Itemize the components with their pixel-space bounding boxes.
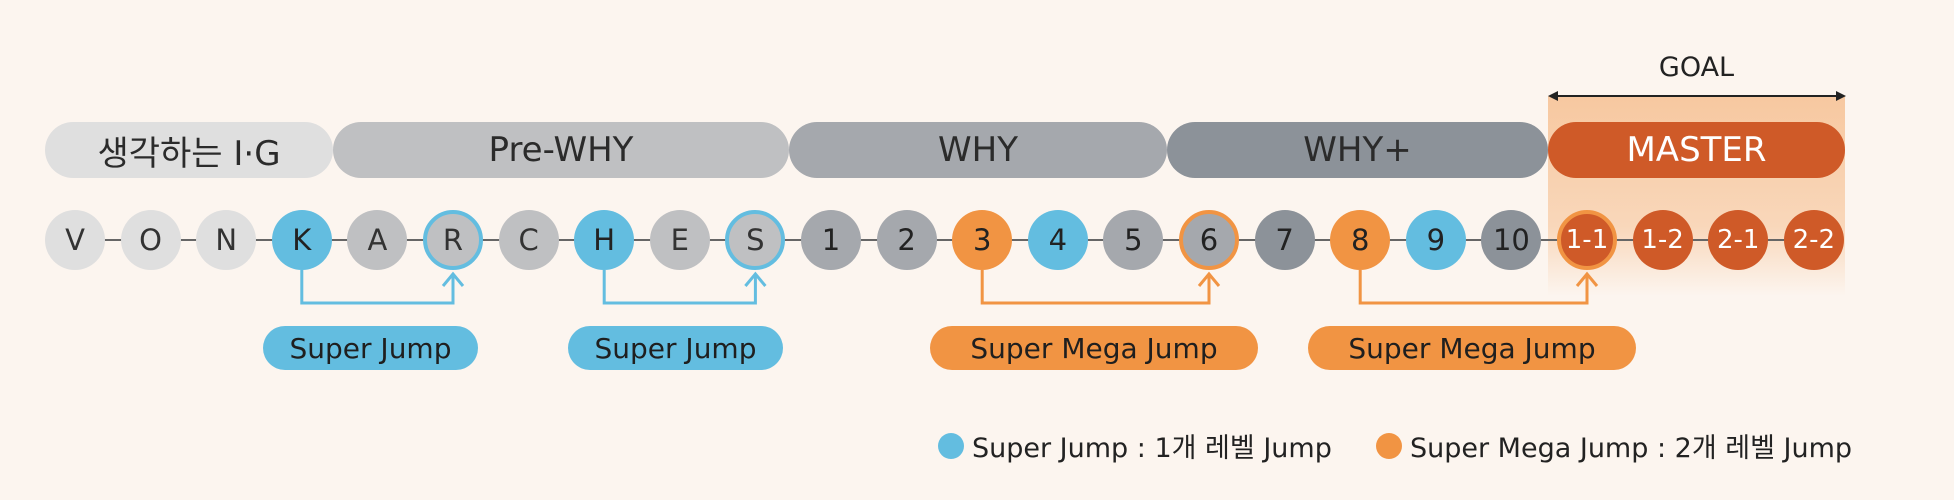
- level-node-10: 10: [1481, 210, 1542, 270]
- level-node-o: O: [120, 210, 181, 270]
- level-node-h: H: [574, 210, 635, 270]
- level-node-1-1: 1-1: [1557, 210, 1617, 270]
- super-mega-jump-label: Super Mega Jump: [930, 326, 1258, 370]
- level-node-1: 1: [801, 210, 861, 270]
- level-node-9: 9: [1405, 210, 1466, 270]
- goal-label: GOAL: [1658, 52, 1735, 83]
- super-mega-jump-legend-text: Super Mega Jump : 2개 레벨 Jump: [1410, 433, 1853, 464]
- level-node-e: E: [649, 210, 710, 270]
- level-node-6: 6: [1179, 210, 1239, 270]
- super-mega-jump-legend-dot: [1376, 433, 1402, 459]
- jump-arrow: [300, 270, 455, 305]
- stage-why-plus: WHY+: [1167, 122, 1548, 178]
- level-node-2-2: 2-2: [1783, 210, 1844, 270]
- stage-master: MASTER: [1548, 122, 1845, 178]
- level-node-7: 7: [1254, 210, 1315, 270]
- super-mega-jump-label: Super Mega Jump: [1308, 326, 1636, 370]
- stage-thinking-ig: 생각하는 I·G: [45, 122, 333, 178]
- level-node-n: N: [196, 210, 257, 270]
- level-node-v: V: [45, 210, 105, 270]
- super-jump-legend-dot: [938, 433, 964, 459]
- jump-arrowhead: [1197, 271, 1221, 287]
- level-node-8: 8: [1330, 210, 1391, 270]
- jump-arrowhead: [441, 271, 465, 287]
- level-node-4: 4: [1027, 210, 1088, 270]
- level-node-r: R: [423, 210, 483, 270]
- level-node-5: 5: [1103, 210, 1164, 270]
- super-jump-label: Super Jump: [568, 326, 783, 370]
- super-jump-legend-text: Super Jump : 1개 레벨 Jump: [972, 433, 1332, 464]
- level-node-2: 2: [876, 210, 937, 270]
- stage-why: WHY: [789, 122, 1167, 178]
- jump-arrow: [602, 270, 757, 305]
- jump-arrow: [1358, 270, 1589, 305]
- level-node-k: K: [271, 210, 332, 270]
- jump-arrowhead: [1575, 271, 1599, 287]
- level-node-s: S: [725, 210, 786, 270]
- goal-range-arrow: [1548, 91, 1846, 101]
- level-node-3: 3: [952, 210, 1013, 270]
- stage-pre-why: Pre-WHY: [333, 122, 789, 178]
- level-node-2-1: 2-1: [1708, 210, 1769, 270]
- jump-arrowhead: [744, 271, 767, 287]
- level-node-1-2: 1-2: [1632, 210, 1693, 270]
- super-jump-label: Super Jump: [263, 326, 478, 370]
- level-node-a: A: [347, 210, 408, 270]
- jump-arrow: [980, 270, 1211, 305]
- level-node-c: C: [498, 210, 559, 270]
